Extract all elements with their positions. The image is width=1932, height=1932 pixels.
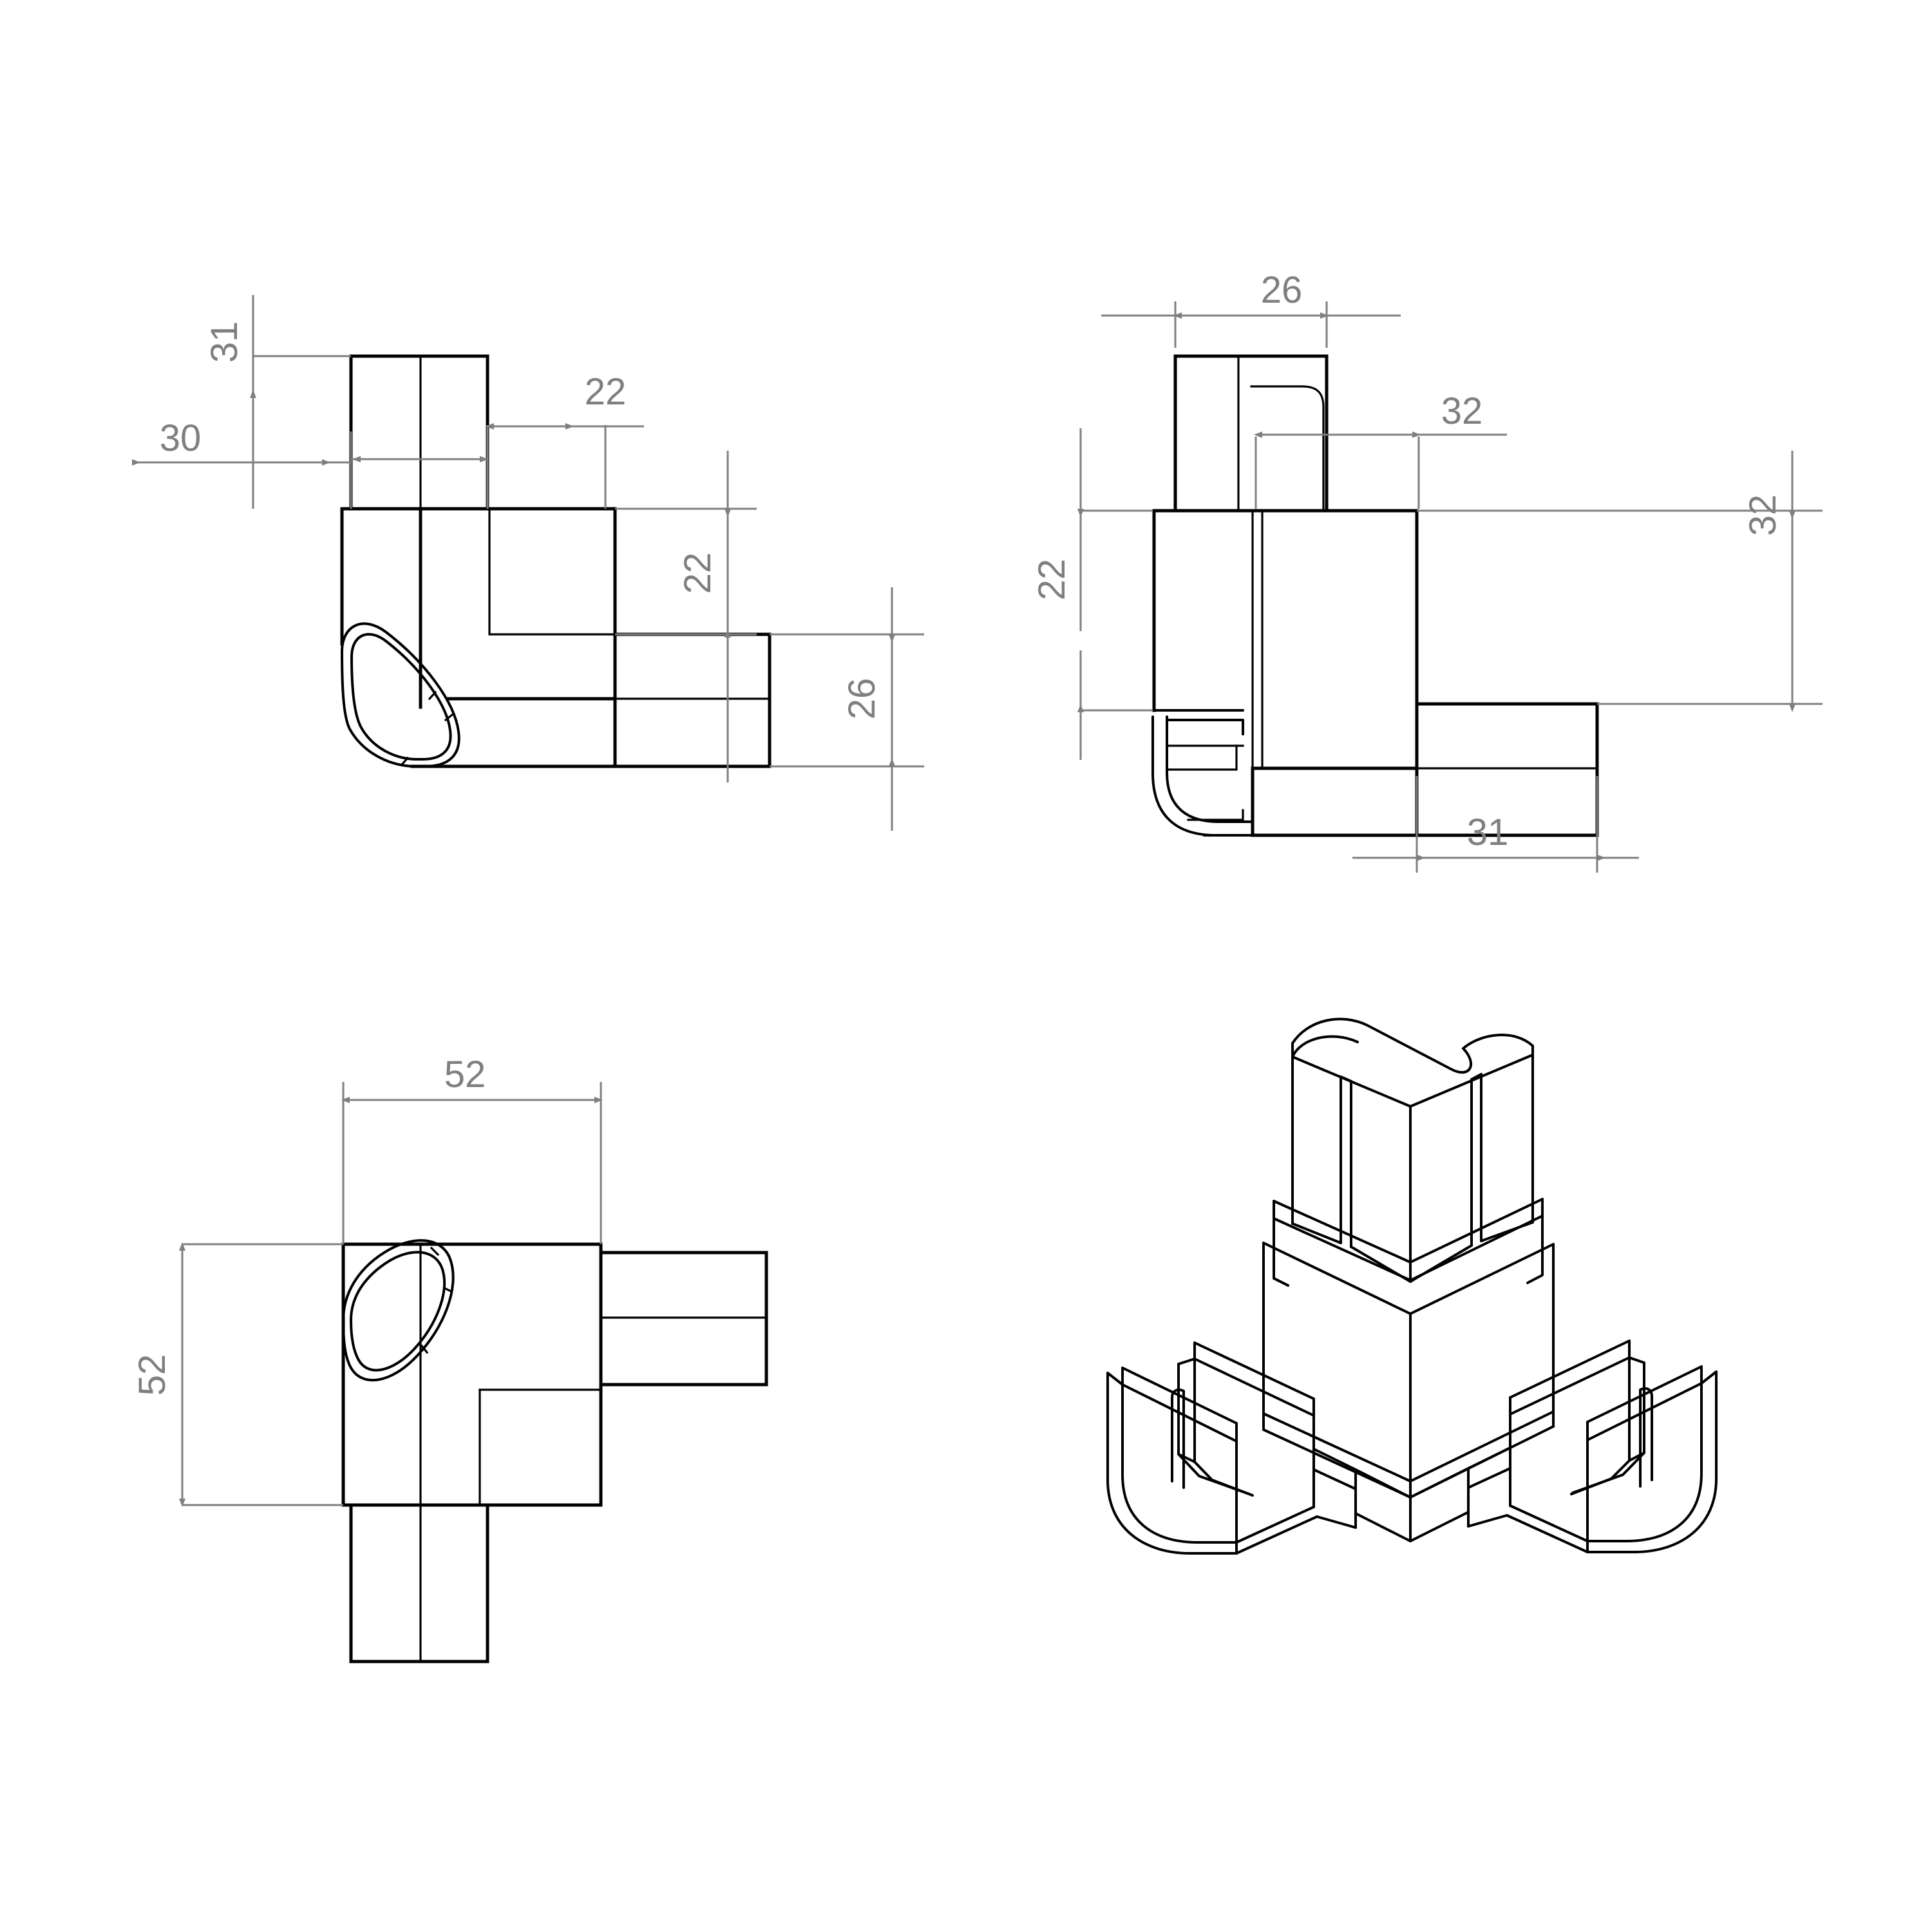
view-iso [1106,1018,1718,1555]
dimension-30-front: 30 [132,417,352,509]
dimension-label-52-top-h: 52 [444,1054,486,1095]
dimension-label-22-front-v: 22 [677,553,719,594]
view-top: 52 52 [131,1054,768,1663]
view-side: 26 32 22 32 [1031,269,1823,873]
dimension-52-top-v: 52 [131,1242,343,1507]
dimension-32-side-h: 32 [1254,390,1507,509]
dimension-label-52-top-v: 52 [131,1354,173,1396]
dimension-32-side-v: 32 [1417,451,1823,712]
dimension-22-side-v: 22 [1031,428,1153,760]
dimension-label-32-side-v: 32 [1742,495,1784,536]
dimension-label-30-front: 30 [160,417,202,459]
dimension-label-32-side-h: 32 [1441,390,1483,432]
dimension-label-31-front: 31 [204,321,245,363]
top-view-geometry [341,1239,768,1663]
dimension-31-side: 31 [1352,776,1639,873]
iso-geometry [1106,1018,1718,1555]
dimension-label-22-front-h: 22 [585,371,627,413]
dimension-22-front-v: 22 [615,451,757,782]
dimension-label-26-side: 26 [1261,269,1303,311]
dimension-26-front: 26 [770,587,924,831]
side-view-geometry [1151,354,1599,837]
dimension-label-26-front: 26 [841,678,883,720]
view-front: 31 30 22 22 [132,295,924,831]
dimension-26-side: 26 [1101,269,1401,348]
dimension-31-front: 31 [204,295,351,509]
dimension-22-front-h: 22 [351,371,644,509]
dimension-52-top-h: 52 [341,1054,603,1244]
dimension-label-31-side: 31 [1467,811,1509,853]
dimension-label-22-side-v: 22 [1031,559,1073,601]
